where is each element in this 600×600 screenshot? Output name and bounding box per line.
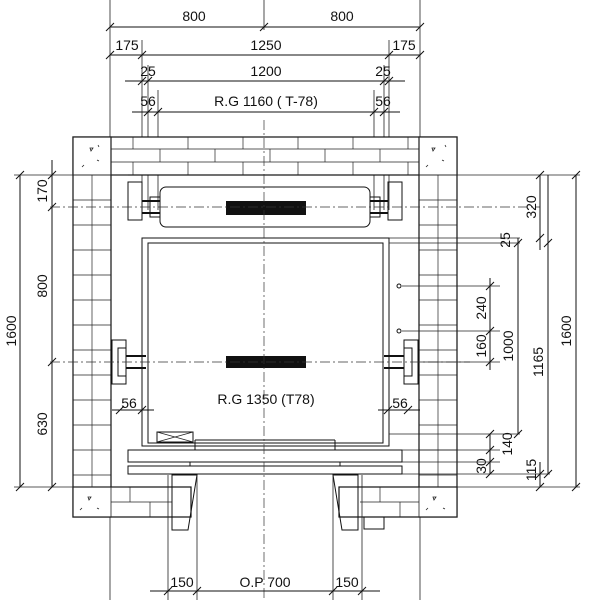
bottom-wall-bricks xyxy=(111,487,419,517)
right-dimensions: 320 25 240 160 1000 1165 1600 140 30 115 xyxy=(389,170,581,492)
shaft-walls xyxy=(72,136,458,531)
center-lines xyxy=(50,120,540,600)
dim-800-left: 800 xyxy=(182,8,206,24)
dim-1250: 1250 xyxy=(250,37,281,53)
dim-320: 320 xyxy=(523,195,539,219)
left-dimensions: 1600 170 800 630 xyxy=(3,160,128,492)
dim-30: 30 xyxy=(473,458,489,474)
car-rail-gauge-label: R.G 1350 (T78) xyxy=(217,391,314,407)
dim-op-700: O.P 700 xyxy=(239,574,290,590)
dim-1200: 1200 xyxy=(250,63,281,79)
dim-56-car-right: 56 xyxy=(392,395,408,411)
right-wall-bricks xyxy=(419,175,457,487)
dim-1000: 1000 xyxy=(500,330,516,361)
dim-1600-right: 1600 xyxy=(558,315,574,346)
counterweight-assembly xyxy=(127,181,403,228)
dim-56-car-left: 56 xyxy=(121,395,137,411)
top-dimensions: 800 800 175 1250 175 25 1200 25 56 R.G 1… xyxy=(105,0,425,600)
dim-175-left: 175 xyxy=(115,37,139,53)
dim-175-right: 175 xyxy=(392,37,416,53)
dim-1165: 1165 xyxy=(530,347,546,377)
counterweight-block xyxy=(226,201,306,215)
dim-800-vertical: 800 xyxy=(34,274,50,298)
dim-800-right: 800 xyxy=(330,8,354,24)
dim-170: 170 xyxy=(34,179,50,203)
dim-160: 160 xyxy=(473,334,489,358)
jamb-right xyxy=(332,474,359,531)
dim-25-left: 25 xyxy=(140,63,156,79)
dim-1600-left: 1600 xyxy=(3,315,19,346)
left-wall-bricks xyxy=(73,175,111,487)
dim-25-right: 25 xyxy=(375,63,391,79)
dim-rg-1160: R.G 1160 ( T-78) xyxy=(214,93,318,109)
dim-140: 140 xyxy=(499,432,515,456)
jamb-left xyxy=(171,474,198,531)
dim-150-right: 150 xyxy=(335,574,359,590)
dim-25-vertical: 25 xyxy=(497,232,513,248)
dim-630: 630 xyxy=(34,412,50,436)
elevator-car: R.G 1350 (T78) 56 56 xyxy=(111,237,420,475)
door-box xyxy=(363,516,385,530)
dim-115: 115 xyxy=(523,459,539,482)
dim-56-top-left: 56 xyxy=(140,93,156,109)
dim-150-left: 150 xyxy=(170,574,194,590)
dim-56-top-right: 56 xyxy=(375,93,391,109)
dim-240: 240 xyxy=(473,296,489,320)
top-wall-bricks xyxy=(111,137,419,175)
bottom-dimensions: 150 O.P 700 150 xyxy=(150,475,380,600)
